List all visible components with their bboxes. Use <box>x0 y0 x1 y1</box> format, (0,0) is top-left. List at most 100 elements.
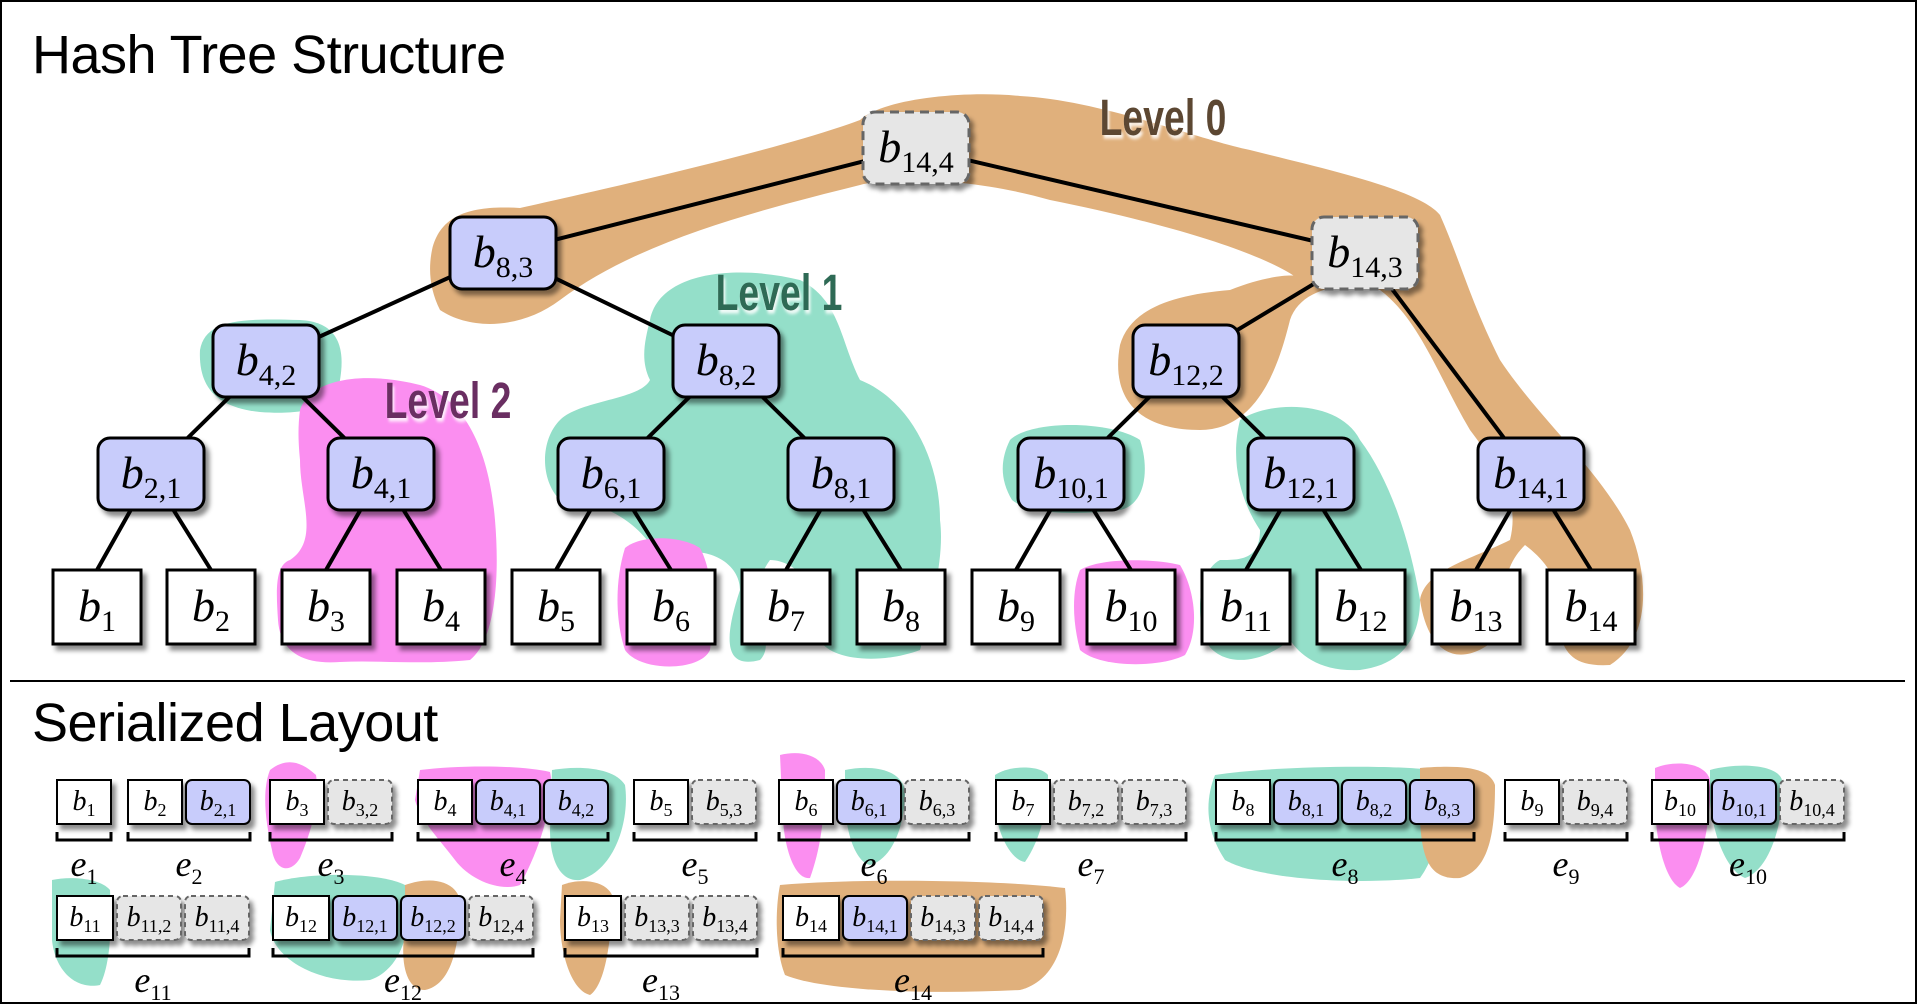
entry-label: e4 <box>500 844 527 889</box>
tree-node-b13: b13 <box>1430 568 1522 646</box>
entry-label: e12 <box>384 960 422 1004</box>
node-box <box>1310 215 1420 291</box>
entry-label: e1 <box>71 844 98 889</box>
layout-cell-b11 <box>56 895 114 941</box>
tree-node-b8: b8 <box>855 568 947 646</box>
layout-cell-b2 <box>127 779 183 825</box>
layout-cell-b14-4 <box>978 895 1044 941</box>
layout-cell-b5 <box>633 779 689 825</box>
layout-cell-label: b14,1 <box>852 902 898 936</box>
node-box <box>556 436 666 512</box>
entry-bracket <box>1503 832 1629 842</box>
node-box <box>510 568 602 646</box>
node-box <box>740 568 832 646</box>
tree-node-b9: b9 <box>970 568 1062 646</box>
node-label: b2,1 <box>121 447 182 505</box>
node-label: b11 <box>1220 580 1272 638</box>
layout-cell-b11-4 <box>184 895 250 941</box>
tree-node-b10-1: b10,1 <box>1016 436 1126 512</box>
label-level-0: Level 0 <box>1100 91 1227 147</box>
layout-cell-label: b5 <box>650 786 673 820</box>
node-label: b4,1 <box>351 447 412 505</box>
layout-cell-b9 <box>1504 779 1560 825</box>
node-label: b4 <box>422 580 460 638</box>
layout-cell-label: b8,3 <box>1424 786 1461 820</box>
tree-node-b6-1: b6,1 <box>556 436 666 512</box>
layout-cell-label: b12,4 <box>478 902 524 936</box>
tree-node-b11: b11 <box>1200 568 1292 646</box>
entry-label: e14 <box>894 960 932 1004</box>
layout-cell-b14-1 <box>842 895 908 941</box>
layout-cell-b4 <box>417 779 473 825</box>
node-label: b14,4 <box>878 121 954 179</box>
entry-bracket <box>994 832 1188 842</box>
layout-cell-b4-1 <box>475 779 541 825</box>
node-box <box>165 568 257 646</box>
layout-cell-label: b8,1 <box>1288 786 1325 820</box>
entry-label: e13 <box>642 960 680 1004</box>
node-box <box>1246 436 1356 512</box>
node-label: b6 <box>652 580 690 638</box>
tree-node-b14: b14 <box>1545 568 1637 646</box>
layout-cell-label: b13,4 <box>702 902 748 936</box>
node-label: b8,2 <box>696 334 757 392</box>
entry-label: e6 <box>861 844 888 889</box>
layout-section-title: Serialized Layout <box>32 693 438 753</box>
node-box <box>211 323 321 399</box>
entry-bracket <box>563 948 759 958</box>
node-label: b12,1 <box>1263 447 1339 505</box>
layout-cell-label: b14 <box>795 902 827 936</box>
layout-cell-b8-1 <box>1273 779 1339 825</box>
layout-cell-b12-2 <box>400 895 466 941</box>
entry-bracket <box>55 948 251 958</box>
node-label: b7 <box>767 580 805 638</box>
tree-node-b4-2: b4,2 <box>211 323 321 399</box>
tree-node-b12-1: b12,1 <box>1246 436 1356 512</box>
node-label: b10 <box>1105 580 1158 638</box>
node-box <box>786 436 896 512</box>
layout-cell-label: b14,4 <box>988 902 1034 936</box>
entry-label: e3 <box>318 844 345 889</box>
layout-cell-b12-1 <box>332 895 398 941</box>
layout-cell-b12-4 <box>468 895 534 941</box>
layout-cell-label: b4 <box>434 786 457 820</box>
tree-node-b5: b5 <box>510 568 602 646</box>
layout-cell-b10-4 <box>1779 779 1845 825</box>
layout-cell-b14-3 <box>910 895 976 941</box>
node-label: b9 <box>997 580 1035 638</box>
entry-bracket <box>55 832 113 842</box>
tree-edge <box>915 146 1366 255</box>
tree-node-b3: b3 <box>280 568 372 646</box>
node-box <box>625 568 717 646</box>
layout-cell-label: b4,2 <box>558 786 595 820</box>
node-label: b8,1 <box>811 447 872 505</box>
tree-node-b8-3: b8,3 <box>448 215 558 291</box>
node-box <box>970 568 1062 646</box>
layout-cell-b6-1 <box>836 779 902 825</box>
tree-node-b12: b12 <box>1315 568 1407 646</box>
tree-node-b14-1: b14,1 <box>1476 436 1586 512</box>
layout-cell-label: b13,3 <box>634 902 680 936</box>
node-label: b14,1 <box>1493 447 1569 505</box>
node-label: b8,3 <box>473 226 534 284</box>
entry-label: e11 <box>134 960 171 1004</box>
layout-cell-label: b11,2 <box>127 902 172 936</box>
node-label: b4,2 <box>236 334 297 392</box>
node-box <box>1131 323 1241 399</box>
layout-cell-b13 <box>564 895 622 941</box>
layout-cell-label: b8 <box>1232 786 1255 820</box>
node-label: b5 <box>537 580 575 638</box>
entry-bracket <box>781 948 1045 958</box>
layout-cell-b7 <box>995 779 1051 825</box>
layout-cell-label: b12 <box>285 902 317 936</box>
